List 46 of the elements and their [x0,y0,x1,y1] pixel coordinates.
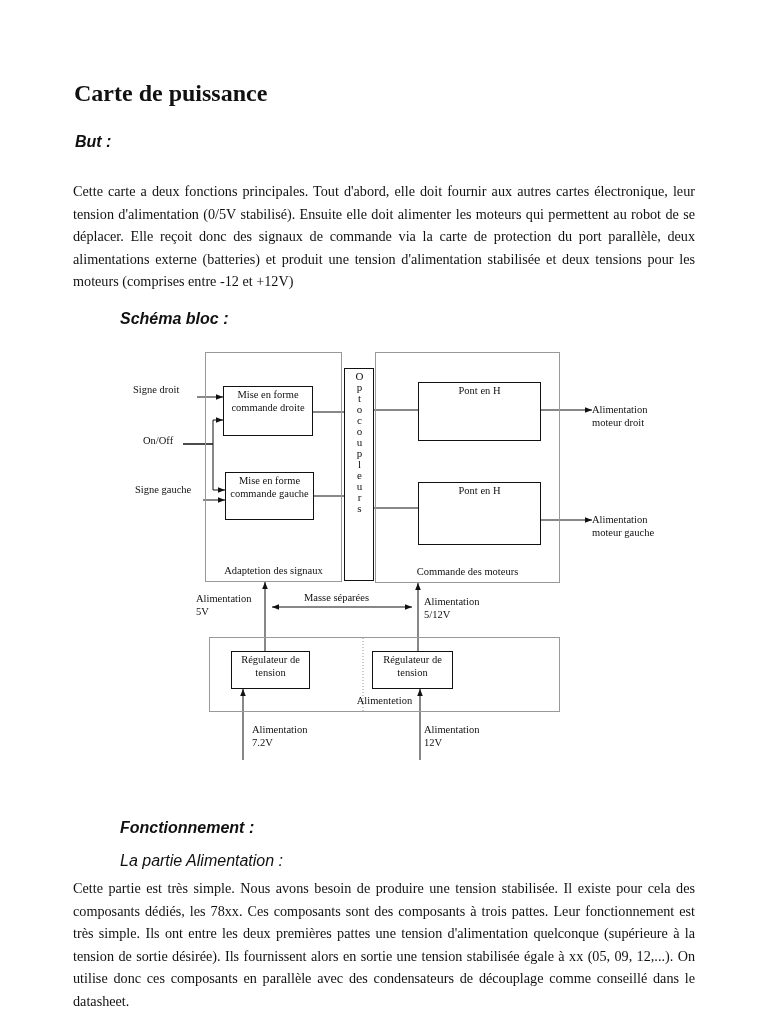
signal-label: Alimentation moteur droit [592,403,668,433]
signal-label: Signe droit [133,383,197,403]
process-box [223,386,313,436]
diagram-note: Masse séparées [304,592,369,603]
arrow [540,517,593,523]
process-box [418,382,541,441]
subsection-heading: La partie Alimentation : [120,852,284,870]
section-heading: Schéma bloc : [120,310,229,328]
box-label: Optocoupleurs [352,370,366,513]
arrow [540,407,593,413]
group-title: Commande des moteurs [415,565,520,578]
page-title: Carte de puissance [74,80,268,107]
arrow [196,394,224,400]
box-label: Régulateur de tension [240,653,301,680]
group-box [375,352,560,583]
group-title: Adaptetion des signaux [223,564,324,577]
signal-label: Alimentation moteur gauche [592,513,668,543]
optocoupler-box [344,368,374,581]
arrow [202,497,226,503]
connector-line [373,507,419,509]
connector-line [312,411,345,413]
section-heading: But : [75,133,112,151]
arrow [182,443,226,493]
group-title: Alimentetion [355,694,414,707]
process-box [418,482,541,545]
arrow [417,688,423,761]
connector-line [373,409,419,411]
arrow [240,688,246,761]
arrow [262,581,268,652]
paragraph: Cette partie est très simple. Nous avons besoin de produire une tension stabilisée. Il existe pour cela des composants dédiés, les 78xx. Ces composants sont des composants à trois pattes. Leur fonctionnement est très simple. Ils ont entre les deux premières pattes une tension d'alimentation quelconque (supérieure à la tension de sortie désirée). Ils fournissent alors en sortie une tension stabilisée égale à xx (05, 09, 12,...). On utilise donc ces composants en parallèle avec des condensateurs de découplage comme conseillé dans le datasheet. [73,879,695,1011]
arrow [415,582,421,652]
connector-line [313,495,345,497]
box-label: Pont en H [457,484,502,498]
process-box [225,472,314,520]
signal-label: Signe gauche [135,483,203,503]
box-label: Mise en forme commande gauche [229,474,310,501]
group-box [209,637,560,712]
box-label: Régulateur de tension [382,653,443,680]
group-box [205,352,342,582]
box-label: Mise en forme commande droite [230,388,306,415]
signal-label: On/Off [143,434,183,454]
process-box [372,651,453,689]
section-heading: Fonctionnement : [120,819,255,837]
box-label: Pont en H [457,384,502,398]
paragraph: Cette carte a deux fonctions principales. Tout d'abord, elle doit fournir aux autres cartes électronique, leur tension d'alimentation (0/5V stabilisé). Ensuite elle doit alimenter les moteurs qui permettent au robot de se déplacer. Elle reçoit donc des signaux de commande via la carte de protection du port parallèle, deux alimentations externe (batteries) et produit une tension d'alimentation stabilisée et deux tensions pour les moteurs (comprises entre -12 et +12V) [73,182,695,292]
process-box [231,651,310,689]
